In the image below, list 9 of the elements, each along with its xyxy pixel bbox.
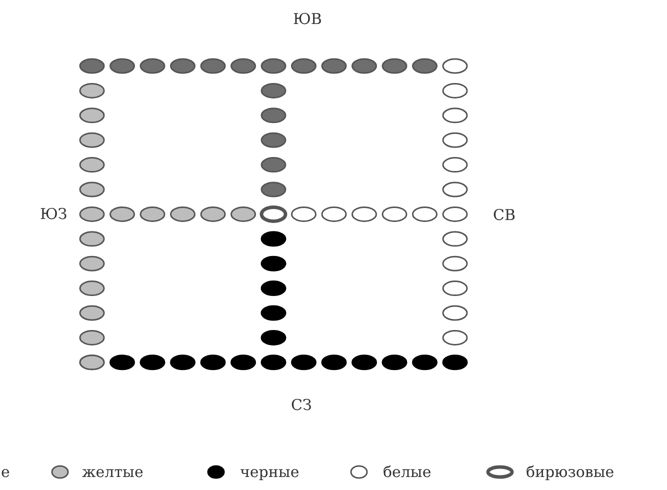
legend-label: желтые [82, 463, 144, 481]
legend-label: бирюзовые [526, 463, 614, 481]
legend-label: черные [240, 463, 300, 481]
legend-label: белые [383, 463, 432, 481]
text-fragment: е [1, 463, 10, 481]
direction-label: СЗ [291, 396, 312, 414]
direction-label: СВ [493, 206, 516, 224]
direction-label: ЮЗ [40, 205, 68, 223]
direction-label: ЮВ [293, 10, 322, 28]
